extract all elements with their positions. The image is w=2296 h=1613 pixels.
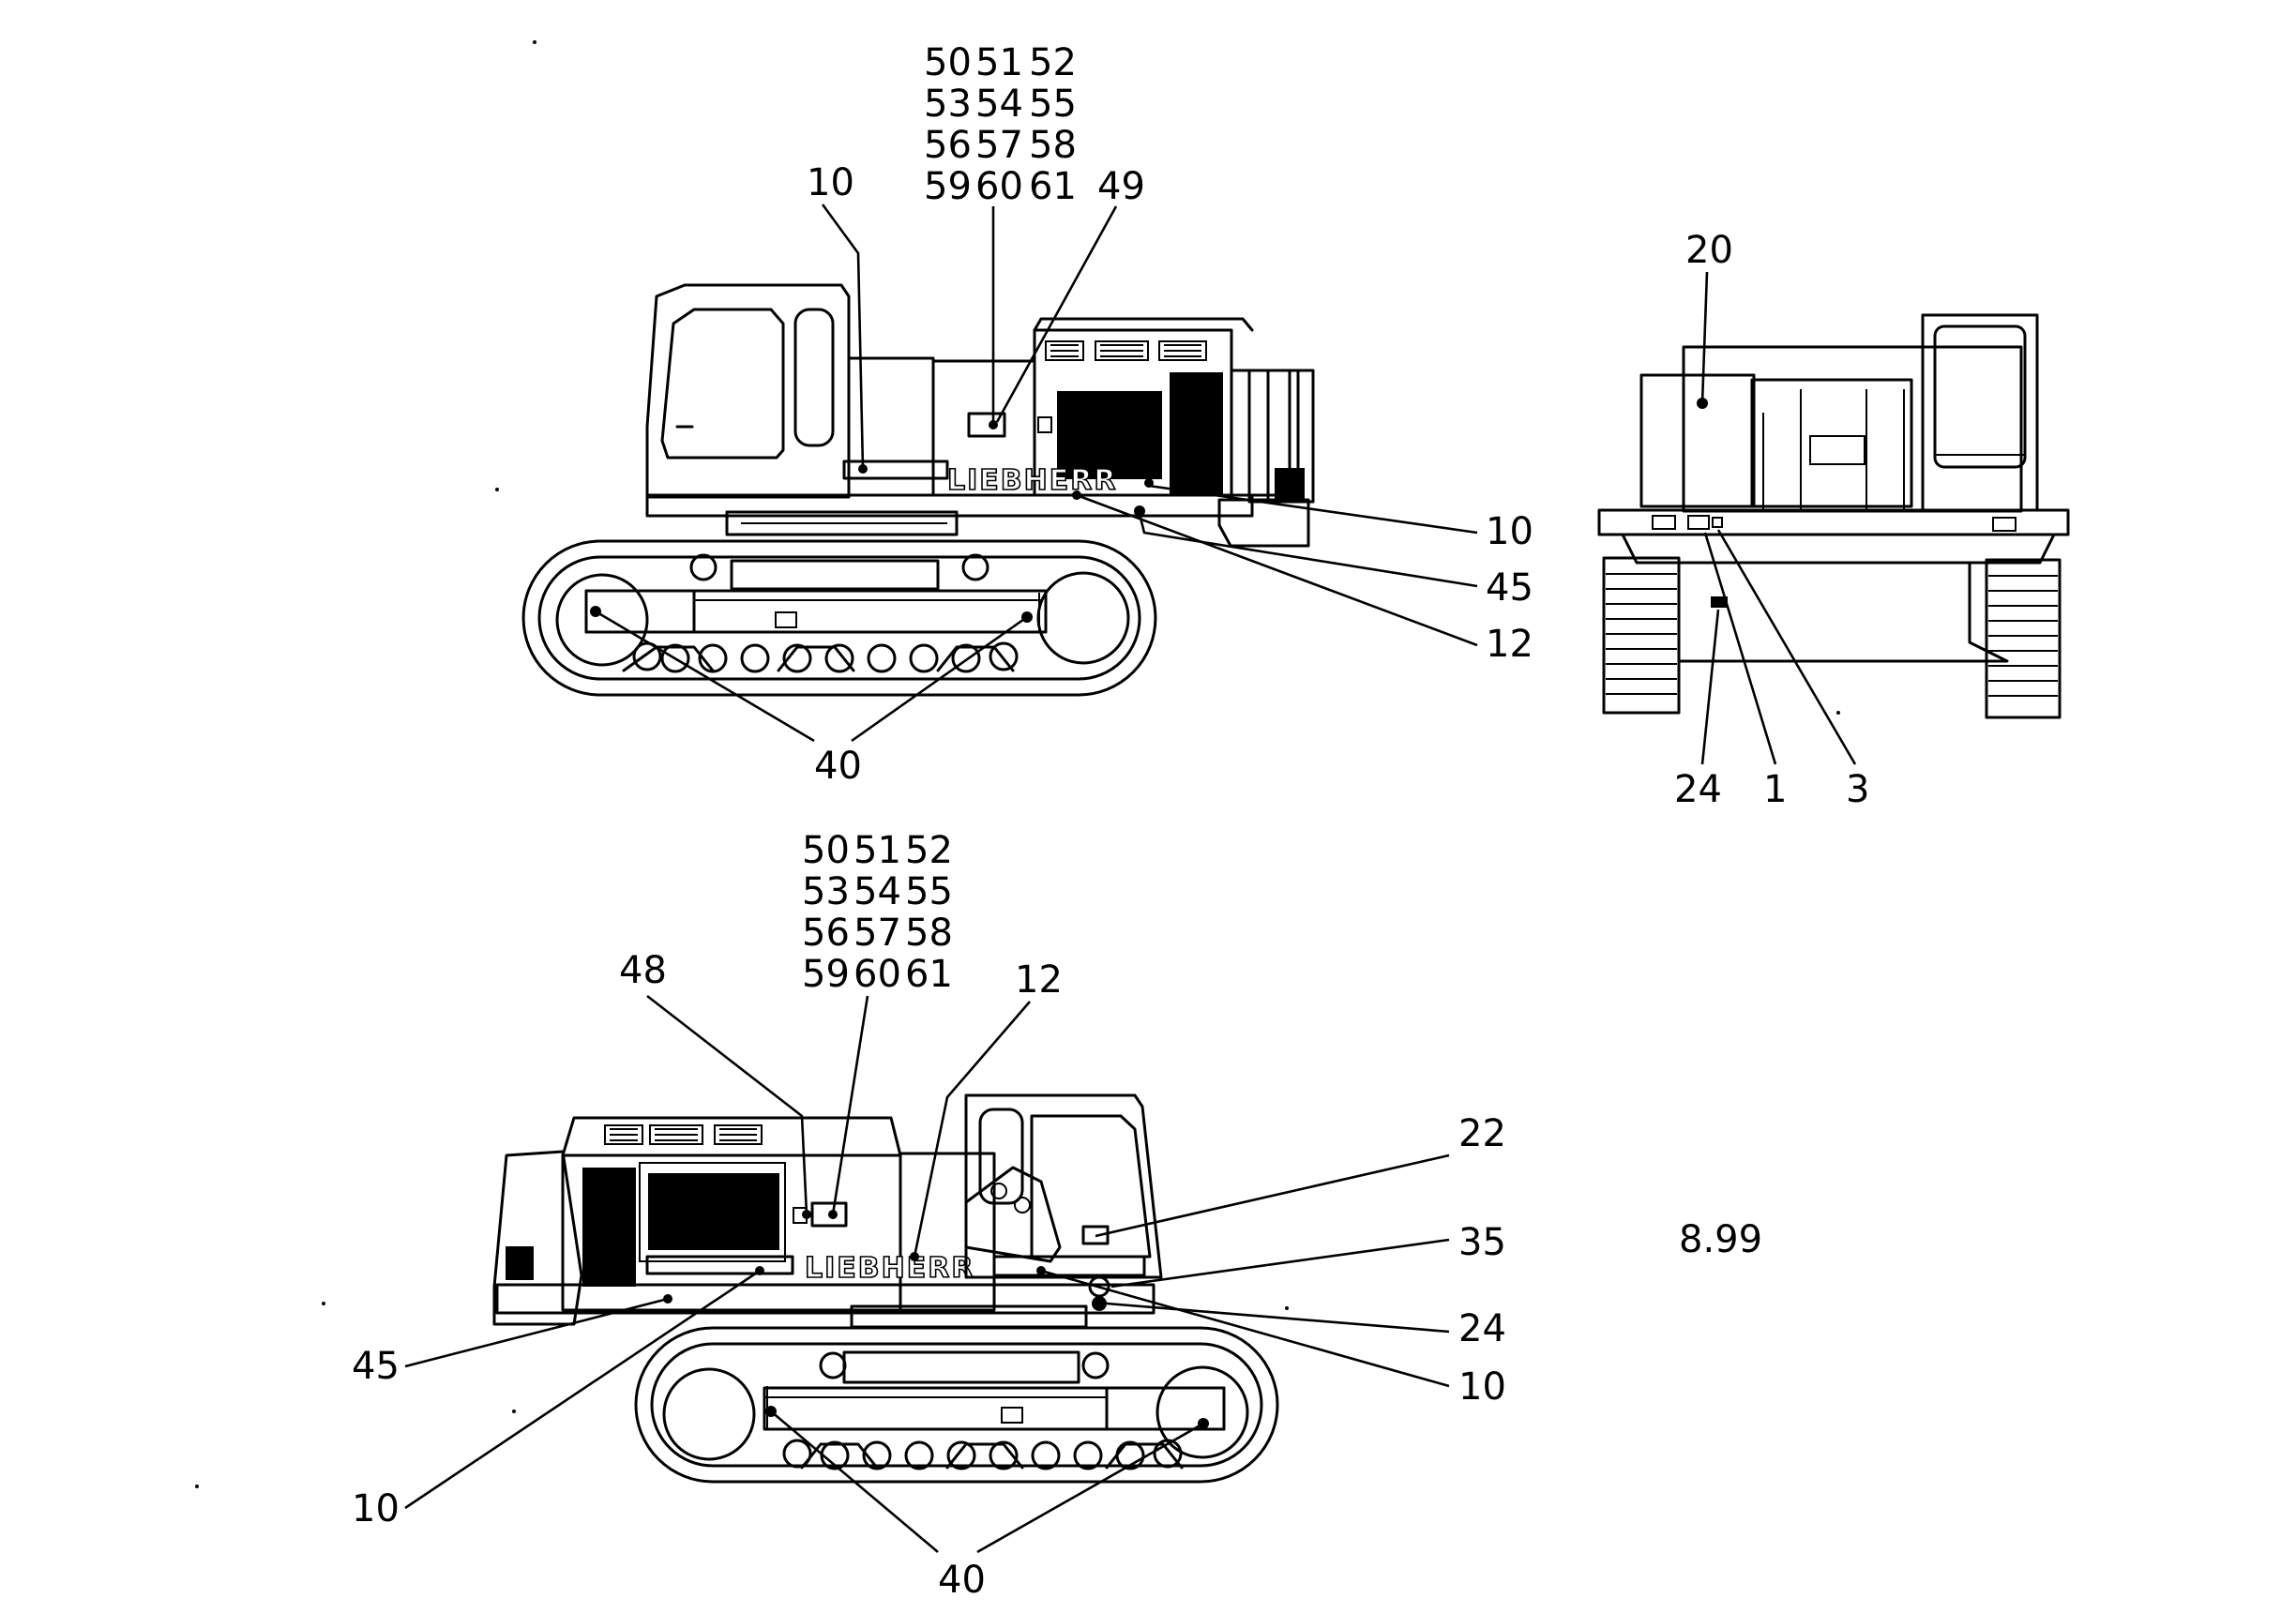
lower-leader-lines: [404, 994, 1450, 1554]
lower-crawler-track: [634, 1326, 1279, 1484]
svg-text:60: 60: [853, 953, 901, 996]
rear-callout-20: 20: [1685, 229, 1733, 272]
upper-callout-40: 40: [814, 745, 862, 788]
lower-turntable: [850, 1304, 1088, 1329]
drawing-date: 8.99: [1679, 1218, 1762, 1261]
lower-brand-lettering: LIEBHERR: [805, 1252, 974, 1285]
svg-text:59: 59: [924, 165, 972, 208]
svg-text:52: 52: [905, 829, 953, 872]
lower-track-rollers: [782, 1439, 1184, 1470]
upper-decal-plate: [967, 412, 1006, 438]
upper-callout-45: 45: [1486, 566, 1533, 610]
lower-side-view: LIEBHERR 50 51 52 53 54 55 56 57 58 59 6…: [352, 829, 1506, 1602]
svg-text:57: 57: [853, 912, 901, 955]
rear-leader-lines: [1697, 271, 1857, 765]
lower-decal-24: [1092, 1296, 1107, 1311]
svg-text:55: 55: [905, 870, 953, 913]
rear-decal-3: [1712, 517, 1723, 528]
lower-callout-48: 48: [619, 949, 667, 992]
svg-text:57: 57: [975, 124, 1023, 167]
upper-callout-grid: 50 51 52 53 54 55 56 57 58 59 60 61: [924, 41, 1077, 208]
rear-counterweight-panel: [1639, 373, 1756, 508]
svg-text:51: 51: [853, 829, 901, 872]
lower-engine-grills: [604, 1124, 763, 1145]
svg-text:52: 52: [1029, 41, 1077, 84]
upper-callout-49: 49: [1097, 165, 1145, 208]
lower-callout-12: 12: [1015, 958, 1063, 1002]
upper-turntable: [725, 510, 959, 536]
lower-decal-plate: [810, 1201, 848, 1228]
rear-callout-1: 1: [1763, 768, 1787, 811]
upper-callout-10-top: 10: [807, 161, 854, 204]
upper-superstructure: LIEBHERR: [645, 317, 1315, 548]
rear-callout-3: 3: [1846, 768, 1869, 811]
lower-superstructure: LIEBHERR: [492, 1116, 1156, 1326]
lower-callout-22: 22: [1458, 1112, 1506, 1155]
upper-side-view: LIEBHERR 50 51 52 53 54 55 56 57 58 59 6…: [521, 41, 1533, 788]
svg-text:51: 51: [975, 41, 1023, 84]
lower-callout-grid: 50 51 52 53 54 55 56 57 58 59 60 61: [802, 829, 953, 996]
lower-callout-35: 35: [1458, 1221, 1506, 1264]
rear-right-track: [1985, 558, 2062, 719]
upper-cab: [645, 283, 851, 499]
svg-text:54: 54: [853, 870, 901, 913]
upper-crawler-track: [521, 539, 1157, 697]
svg-text:61: 61: [1029, 165, 1077, 208]
svg-text:53: 53: [924, 83, 972, 126]
rear-view: 20 24 1 3: [1597, 229, 2070, 811]
lower-callout-10-right: 10: [1458, 1365, 1506, 1409]
upper-callout-10-right: 10: [1486, 510, 1533, 553]
lower-callout-10-left: 10: [352, 1487, 400, 1530]
svg-text:54: 54: [975, 83, 1023, 126]
lower-callout-24: 24: [1458, 1307, 1506, 1350]
svg-text:50: 50: [802, 829, 850, 872]
rear-callout-24: 24: [1674, 768, 1722, 811]
svg-text:56: 56: [924, 124, 972, 167]
svg-text:58: 58: [905, 912, 953, 955]
svg-text:58: 58: [1029, 124, 1077, 167]
upper-track-rollers: [622, 641, 1019, 673]
upper-leader-lines: [590, 204, 1478, 743]
rear-decal-1: [1687, 515, 1710, 530]
lower-decal-22: [1081, 1225, 1110, 1245]
lower-cab: [964, 1093, 1163, 1311]
svg-text:61: 61: [905, 953, 953, 996]
svg-text:60: 60: [975, 165, 1023, 208]
svg-text:55: 55: [1029, 83, 1077, 126]
upper-callout-12: 12: [1486, 623, 1533, 666]
scan-specks: [195, 40, 1840, 1488]
upper-brand-lettering: LIEBHERR: [947, 464, 1117, 497]
svg-text:53: 53: [802, 870, 850, 913]
upper-engine-grills: [1045, 340, 1207, 361]
svg-text:50: 50: [924, 41, 972, 84]
lower-callout-45: 45: [352, 1345, 400, 1388]
svg-text:59: 59: [802, 953, 850, 996]
svg-text:56: 56: [802, 912, 850, 955]
rear-left-track: [1602, 556, 1681, 715]
lower-callout-40: 40: [938, 1559, 986, 1602]
